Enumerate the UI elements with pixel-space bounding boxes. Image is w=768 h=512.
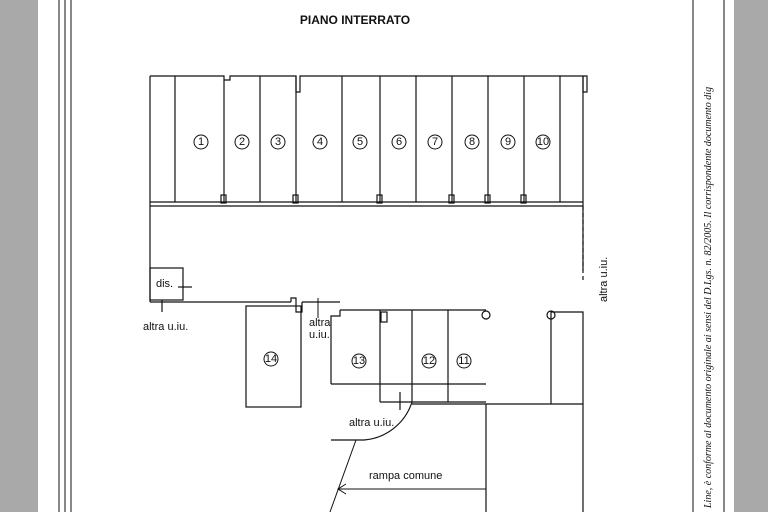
- space-number-6: 6: [396, 136, 402, 148]
- garage-block-top: [149, 75, 588, 302]
- corridor-walls: [150, 297, 584, 512]
- sheet-border-lines: [58, 0, 725, 512]
- space-number-11: 11: [458, 355, 469, 367]
- space-number-2: 2: [239, 136, 245, 148]
- space-number-7: 7: [432, 136, 438, 148]
- space-number-1: 1: [198, 136, 204, 148]
- space-number-3: 3: [275, 136, 281, 148]
- floor-plan-drawing: PIANO INTERRATO: [58, 0, 725, 512]
- space-number-5: 5: [357, 136, 363, 148]
- altra-uiu-left-label: altra u.iu.: [143, 321, 188, 333]
- space-numbers-bottom: [263, 351, 472, 369]
- space-number-10: 10: [537, 136, 549, 148]
- dis-room: [149, 267, 192, 312]
- drawing-title: PIANO INTERRATO: [300, 13, 410, 27]
- altra-top-label: altra: [309, 317, 331, 329]
- uiu-top-label: u.iu.: [309, 329, 330, 341]
- space-number-12: 12: [423, 355, 435, 367]
- altra-uiu-right-label: altra u.iu.: [598, 257, 610, 302]
- space-number-8: 8: [469, 136, 475, 148]
- space-numbers-top: [193, 134, 551, 150]
- space-number-4: 4: [317, 136, 323, 148]
- space-number-13: 13: [353, 355, 365, 367]
- space-number-9: 9: [505, 136, 511, 148]
- altra-uiu-bottom-label: altra u.iu.: [349, 417, 394, 429]
- dis-label: dis.: [156, 278, 173, 290]
- space-number-14: 14: [265, 353, 277, 365]
- garage-14-walls: [245, 305, 302, 408]
- side-legal-note: Line, è conforme al documento originale …: [703, 87, 714, 509]
- rampa-comune-label: rampa comune: [369, 470, 442, 482]
- ramp: [329, 439, 486, 512]
- floor-plan-sheet: PIANO INTERRATO: [38, 0, 734, 512]
- garage-block-bottom: [330, 310, 486, 441]
